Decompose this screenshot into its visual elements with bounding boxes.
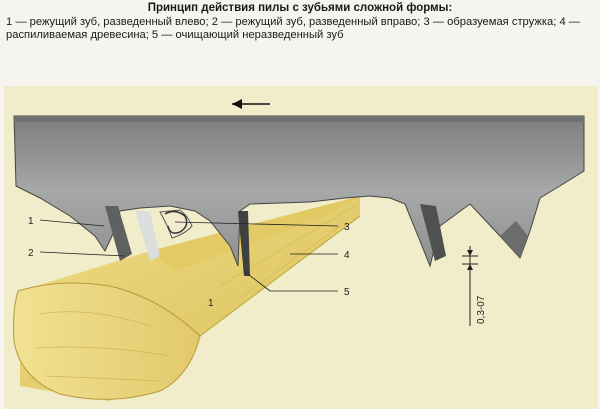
saw-diagram: 0,3-07 1 2 3 4 5 1	[4, 86, 598, 409]
caption-title: Принцип действия пилы с зубьями сложной …	[147, 2, 453, 14]
callout-3-label: 3	[344, 222, 350, 233]
callout-2-label: 2	[28, 248, 34, 259]
gap-dimension-marker	[462, 246, 478, 326]
wood-chip	[164, 210, 188, 234]
callout-4-label: 4	[344, 250, 350, 261]
log-mark-label: 1	[208, 298, 214, 309]
direction-arrow	[232, 99, 270, 109]
callout-5-label: 5	[344, 287, 350, 298]
figure-caption: Принцип действия пилы с зубьями сложной …	[6, 2, 594, 42]
saw-blade	[13, 115, 585, 276]
callout-1-label: 1	[28, 216, 34, 227]
callout-leaders	[39, 219, 339, 292]
log-end-grain	[13, 282, 201, 400]
gap-dimension-label: 0,3-07	[476, 295, 487, 324]
caption-legend: 1 — режущий зуб, разведенный влево; 2 — …	[6, 16, 580, 41]
